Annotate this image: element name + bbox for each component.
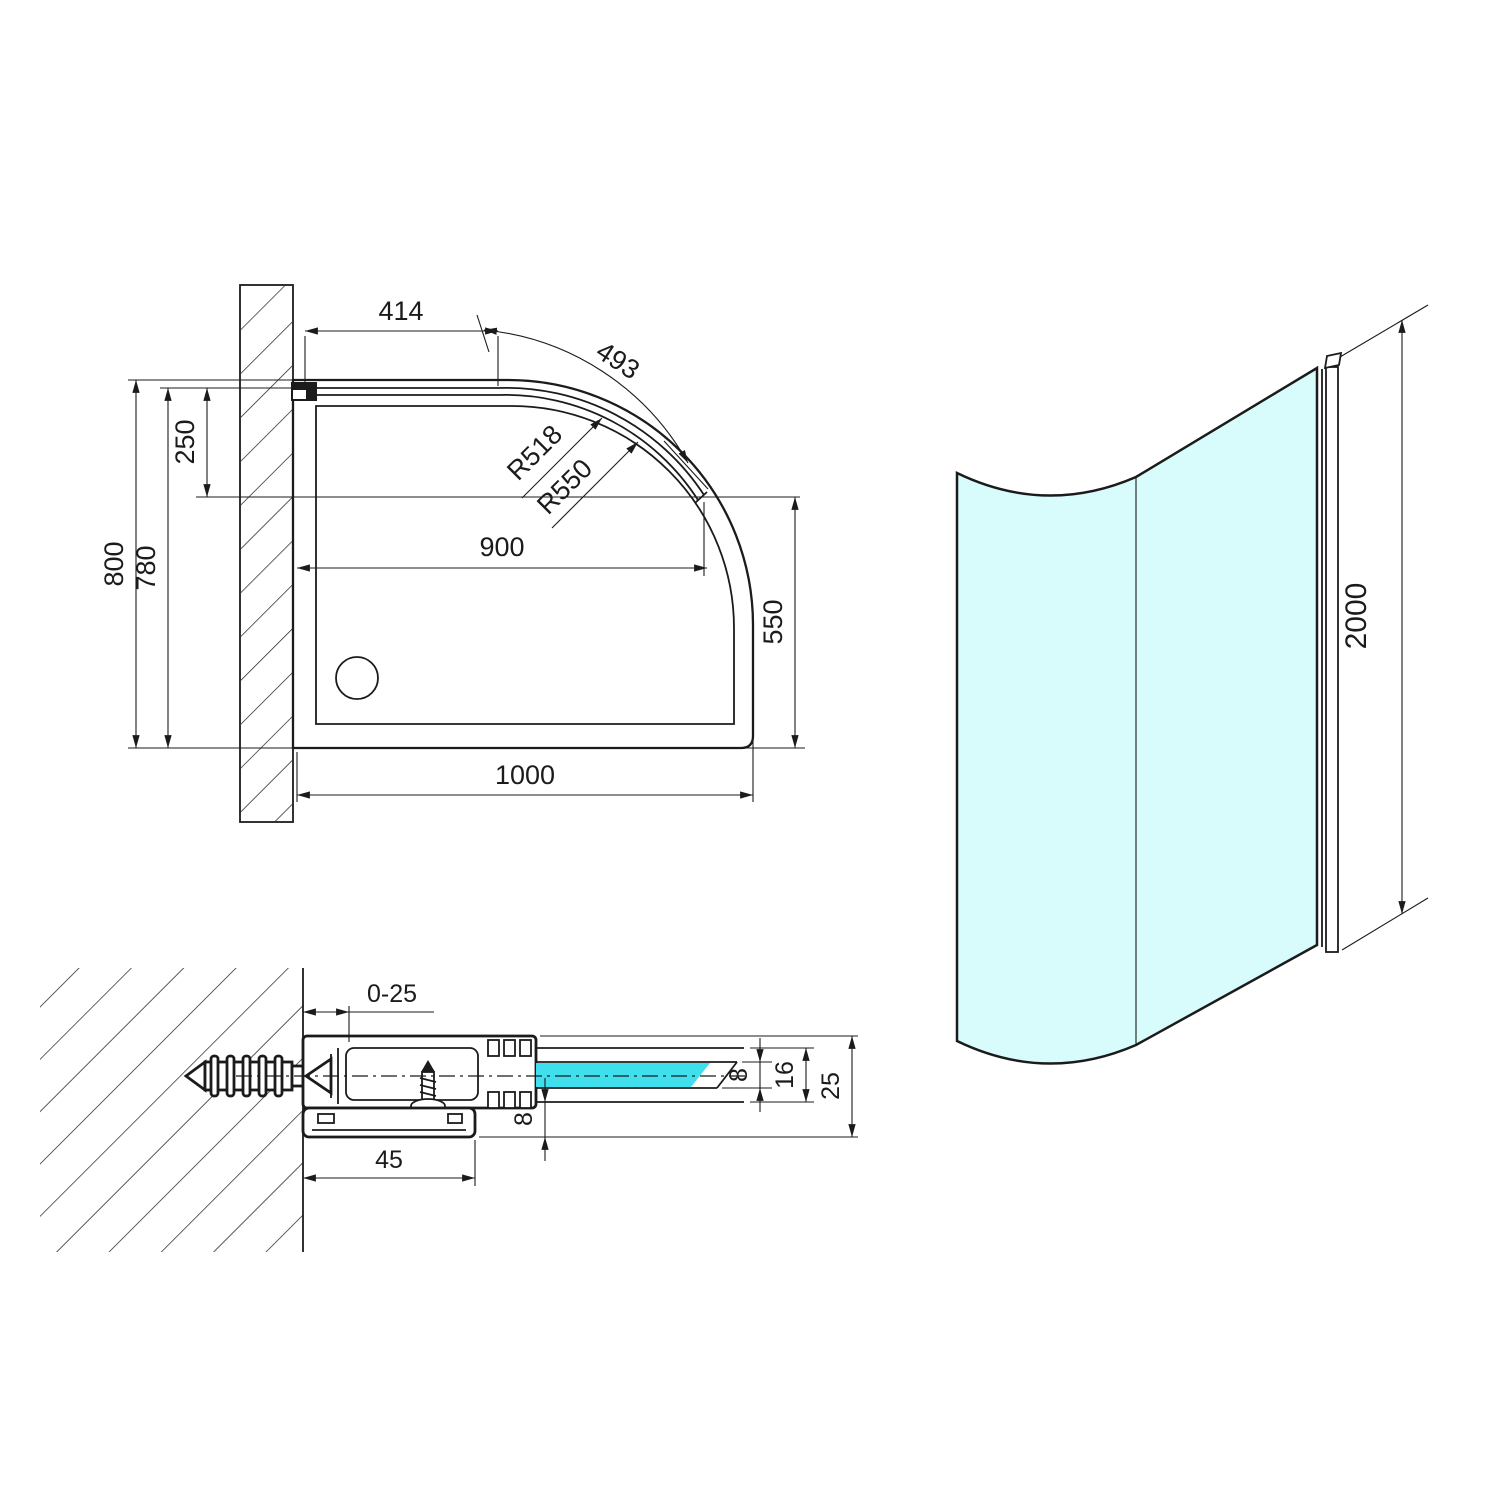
dim-label-900: 900 bbox=[479, 532, 524, 562]
dim-label-gap: 8 bbox=[510, 1112, 538, 1126]
dim-arc-493 bbox=[483, 327, 689, 464]
wall-profile-cap bbox=[1323, 351, 1343, 370]
dim-label-250: 250 bbox=[170, 419, 200, 464]
dim-label-glass: 8 bbox=[725, 1068, 753, 1082]
plan-tray bbox=[291, 378, 755, 750]
wall-profile-strip bbox=[1325, 366, 1339, 953]
tray-drain bbox=[335, 656, 379, 700]
dim-label-depth: 45 bbox=[375, 1146, 403, 1174]
dim-label-780: 780 bbox=[131, 545, 161, 590]
dim-label-total: 25 bbox=[817, 1072, 845, 1100]
glass-outer-line bbox=[317, 386, 705, 496]
anchor-rib bbox=[225, 1054, 236, 1098]
plan-glass-screen bbox=[291, 382, 708, 504]
dim-label-800: 800 bbox=[99, 541, 129, 586]
section-glass bbox=[236, 1047, 745, 1103]
dim-label-550: 550 bbox=[758, 599, 788, 644]
dim-label-1000: 1000 bbox=[495, 760, 555, 790]
glass-panel bbox=[955, 365, 1319, 1065]
panel-dimension: 2000 bbox=[1339, 304, 1429, 951]
plan-wall-hatch bbox=[241, 286, 292, 821]
wall-bracket-slot bbox=[293, 390, 306, 399]
anchor-rib bbox=[209, 1054, 220, 1098]
plan-view: 414 493 R518 R550 250 780 800 900 550 10… bbox=[99, 284, 805, 823]
section-dimensions: 0-25 8 16 25 8 45 bbox=[303, 980, 858, 1186]
glass-clamp-teeth bbox=[487, 1039, 532, 1109]
plan-wall bbox=[239, 284, 294, 823]
glass-break-line bbox=[716, 1061, 738, 1089]
dim-label-adjust: 0-25 bbox=[367, 980, 417, 1008]
section-wall bbox=[40, 968, 304, 1252]
section-view: 0-25 8 16 25 8 45 bbox=[40, 968, 858, 1252]
anchor-rib bbox=[257, 1054, 268, 1098]
rail-hook bbox=[447, 1113, 463, 1124]
wall-anchor bbox=[183, 1054, 305, 1098]
wall-profile-section bbox=[301, 1034, 538, 1139]
section-wall-hatch bbox=[40, 968, 303, 1252]
dim-label-493: 493 bbox=[591, 336, 645, 386]
tray-outer-outline bbox=[291, 378, 755, 750]
dim-label-2000: 2000 bbox=[1340, 583, 1373, 650]
dim-label-channel: 16 bbox=[771, 1061, 799, 1089]
rail-hook bbox=[317, 1113, 335, 1124]
plan-dimensions: 414 493 R518 R550 250 780 800 900 550 10… bbox=[99, 296, 805, 802]
profile-chamber bbox=[345, 1047, 479, 1101]
leader-r550 bbox=[551, 441, 639, 529]
dim-label-414: 414 bbox=[378, 296, 423, 326]
glass-pane-section bbox=[536, 1063, 710, 1087]
leader-r518 bbox=[521, 417, 603, 499]
panel-view: 2000 bbox=[955, 304, 1429, 1065]
